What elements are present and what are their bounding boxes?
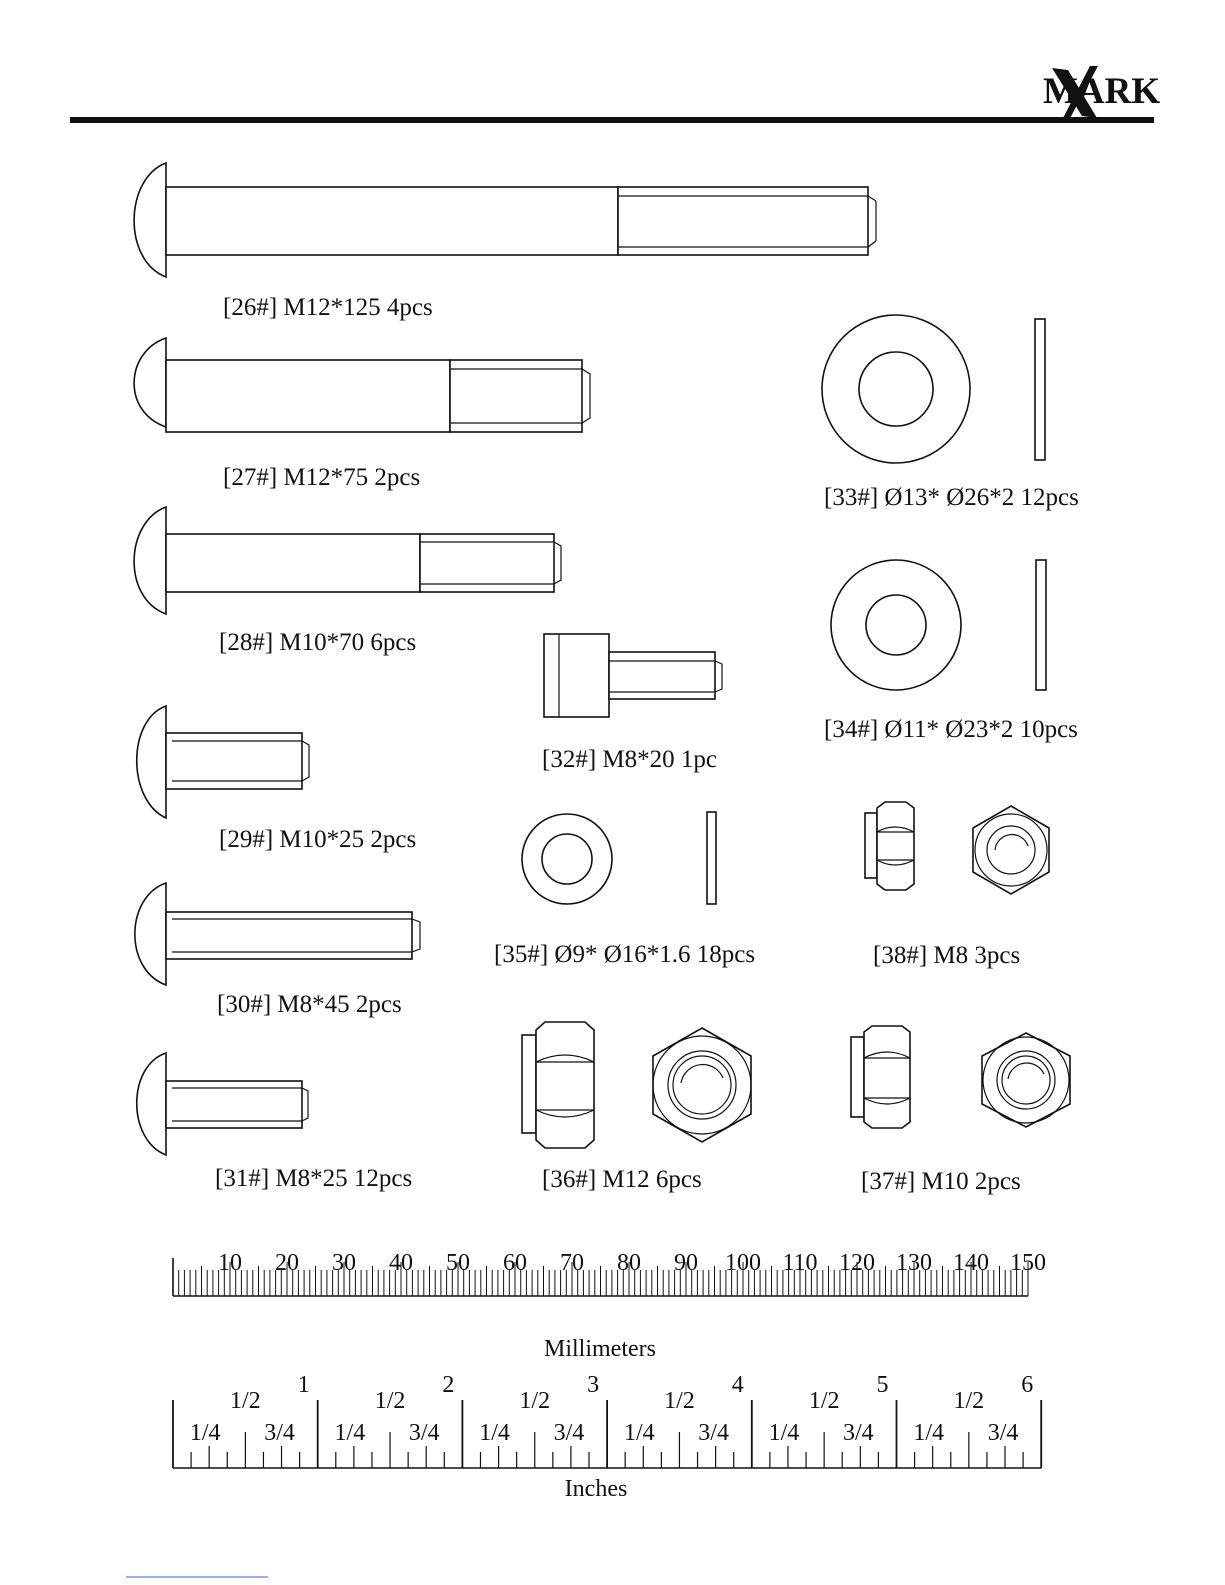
part-33-label: [33#] Ø13* Ø26*2 12pcs <box>824 484 1079 511</box>
part-34-washer <box>830 559 1047 691</box>
inch-half-label: 1/2 <box>809 1388 840 1414</box>
inch-three-quarter-label: 3/4 <box>554 1420 585 1446</box>
inch-half-label: 1/2 <box>954 1388 985 1414</box>
mm-label: 20 <box>275 1250 299 1276</box>
inch-half-label: 1/2 <box>519 1388 550 1414</box>
mm-label: 110 <box>782 1250 817 1276</box>
part-36-nut <box>521 1021 752 1149</box>
mm-label: 120 <box>839 1250 875 1276</box>
inch-three-quarter-label: 3/4 <box>843 1420 874 1446</box>
part-36-label: [36#] M12 6pcs <box>542 1166 702 1193</box>
part-31-label: [31#] M8*25 12pcs <box>215 1165 412 1192</box>
part-29-label: [29#] M10*25 2pcs <box>219 826 416 853</box>
mm-label: 10 <box>218 1250 242 1276</box>
mm-label: 100 <box>725 1250 761 1276</box>
part-27-bolt <box>133 336 591 433</box>
washer-side-icon <box>1035 559 1047 691</box>
inch-quarter-label: 1/4 <box>913 1420 944 1446</box>
mm-label: 30 <box>332 1250 356 1276</box>
mm-label: 40 <box>389 1250 413 1276</box>
mm-label: 140 <box>953 1250 989 1276</box>
inch-three-quarter-label: 3/4 <box>698 1420 729 1446</box>
part-32-shoulder-bolt <box>543 633 723 718</box>
inch-whole-label: 6 <box>1021 1372 1033 1398</box>
inch-quarter-label: 1/4 <box>479 1420 510 1446</box>
bolt-head-icon <box>133 505 167 616</box>
inch-whole-label: 5 <box>877 1372 889 1398</box>
header-rule <box>70 117 1154 123</box>
bolt-head-icon <box>136 1051 167 1157</box>
inch-whole-label: 4 <box>732 1372 744 1398</box>
inch-whole-label: 1 <box>298 1372 310 1398</box>
mm-label: 60 <box>503 1250 527 1276</box>
part-37-nut <box>850 1025 1071 1129</box>
mm-label: 90 <box>674 1250 698 1276</box>
part-26-label: [26#] M12*125 4pcs <box>223 294 433 321</box>
part-28-label: [28#] M10*70 6pcs <box>219 629 416 656</box>
brand-logo: MARK <box>1043 66 1160 120</box>
inch-quarter-label: 1/4 <box>190 1420 221 1446</box>
mm-label: 80 <box>617 1250 641 1276</box>
part-30-label: [30#] M8*45 2pcs <box>217 991 402 1018</box>
part-30-bolt <box>134 881 421 987</box>
bolt-head-icon <box>133 336 167 429</box>
inch-half-label: 1/2 <box>375 1388 406 1414</box>
part-27-label: [27#] M12*75 2pcs <box>223 464 420 491</box>
hex-nut-top-icon <box>981 1032 1071 1128</box>
millimeter-ruler: 10 20 30 40 50 60 70 80 90 100 110 120 130 140 150 <box>172 1250 1046 1297</box>
inch-half-label: 1/2 <box>664 1388 695 1414</box>
washer-side-icon <box>706 811 717 905</box>
hex-nut-top-icon <box>652 1027 752 1143</box>
inch-quarter-label: 1/4 <box>335 1420 366 1446</box>
part-35-label: [35#] Ø9* Ø16*1.6 18pcs <box>494 941 755 968</box>
part-29-bolt <box>136 704 310 820</box>
part-32-label: [32#] M8*20 1pc <box>542 746 717 773</box>
millimeter-caption: Millimeters <box>544 1336 656 1362</box>
part-34-label: [34#] Ø11* Ø23*2 10pcs <box>824 716 1078 743</box>
part-31-bolt <box>136 1051 309 1157</box>
inch-three-quarter-label: 3/4 <box>988 1420 1019 1446</box>
inch-three-quarter-label: 3/4 <box>409 1420 440 1446</box>
hex-nut-top-icon <box>972 805 1050 895</box>
logo-x-stroke-icon <box>1062 66 1098 120</box>
mm-label: 150 <box>1010 1250 1046 1276</box>
mm-label: 50 <box>446 1250 470 1276</box>
inch-three-quarter-label: 3/4 <box>264 1420 295 1446</box>
part-35-washer <box>521 811 717 905</box>
mm-label: 70 <box>560 1250 584 1276</box>
inch-caption: Inches <box>565 1476 628 1502</box>
part-28-bolt <box>133 505 562 616</box>
inch-whole-label: 2 <box>442 1372 454 1398</box>
bolt-head-icon <box>136 704 167 820</box>
inch-quarter-label: 1/4 <box>624 1420 655 1446</box>
part-38-label: [38#] M8 3pcs <box>873 942 1020 969</box>
part-26-bolt <box>133 161 877 279</box>
bolt-head-icon <box>133 161 167 279</box>
inch-half-label: 1/2 <box>230 1388 261 1414</box>
washer-side-icon <box>1034 318 1046 461</box>
logo-x-stroke-icon <box>1052 68 1097 118</box>
mm-label: 130 <box>896 1250 932 1276</box>
part-33-washer <box>821 314 1046 464</box>
inch-quarter-label: 1/4 <box>769 1420 800 1446</box>
part-37-label: [37#] M10 2pcs <box>861 1168 1021 1195</box>
inch-whole-label: 3 <box>587 1372 599 1398</box>
part-38-nut <box>864 801 1050 895</box>
bolt-head-icon <box>134 881 167 987</box>
